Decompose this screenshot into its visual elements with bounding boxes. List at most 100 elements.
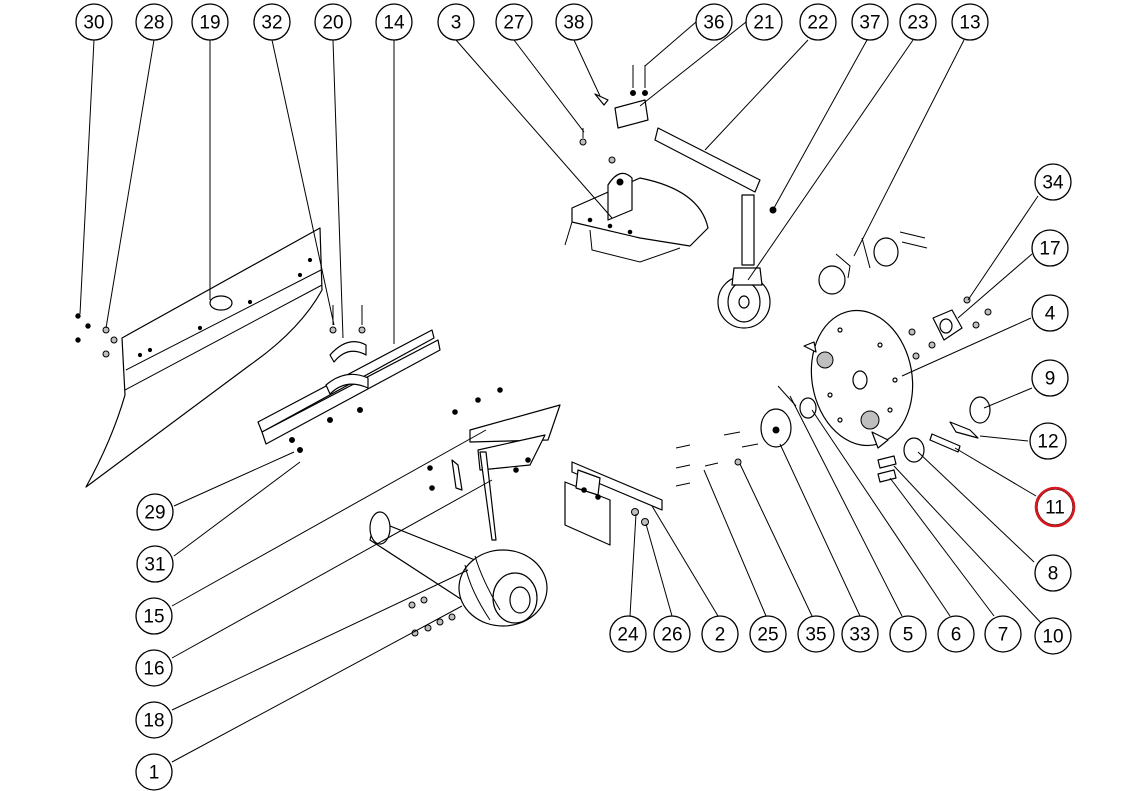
callout-38: 38: [555, 3, 593, 41]
callout-number: 33: [849, 625, 870, 646]
callout-circle: [253, 3, 291, 41]
callout-13: 13: [951, 3, 989, 41]
callout-32: 32: [253, 3, 291, 41]
callout-number: 5: [903, 625, 914, 646]
leader-24: [629, 513, 637, 617]
leader-9: [983, 387, 1033, 409]
callout-24: 24: [609, 615, 647, 653]
callout-36: 36: [695, 3, 733, 41]
callout-circle: [1034, 617, 1072, 655]
leader-4: [901, 317, 1032, 377]
callout-number: 17: [1039, 239, 1060, 260]
callout-1: 1: [135, 753, 173, 791]
wheel-part: [717, 194, 771, 329]
callout-number: 14: [383, 13, 405, 34]
callout-circle: [1031, 229, 1069, 267]
callout-12: 12: [1029, 422, 1067, 460]
bracket-part: [564, 461, 663, 546]
leader-30: [79, 39, 95, 315]
callout-26: 26: [653, 615, 691, 653]
callout-18: 18: [135, 701, 173, 739]
callout-10: 10: [1034, 617, 1072, 655]
callout-circle: [951, 3, 989, 41]
callout-29: 29: [136, 493, 174, 531]
callout-circle: [191, 3, 229, 41]
callout-number: 30: [83, 13, 104, 34]
leader-3: [455, 39, 613, 219]
callout-17: 17: [1031, 229, 1069, 267]
callout-circle: [135, 3, 173, 41]
callout-number: 27: [503, 13, 524, 34]
leader-29: [173, 451, 295, 507]
callout-14: 14: [375, 3, 413, 41]
callout-number: 24: [617, 625, 639, 646]
leader-21: [639, 21, 747, 107]
callout-circle: [609, 615, 647, 653]
top-hub-pieces: [818, 231, 928, 295]
leader-26: [645, 523, 673, 617]
leader-8: [917, 451, 1035, 563]
callout-16: 16: [135, 649, 173, 687]
bearing-flange-part: [908, 296, 992, 360]
callout-circle: [314, 3, 352, 41]
callout-19: 19: [191, 3, 229, 41]
leader-23: [747, 39, 914, 281]
callout-number: 35: [805, 625, 826, 646]
leader-12: [979, 435, 1029, 442]
callout-circle: [135, 649, 173, 687]
callout-number: 13: [959, 13, 980, 34]
callout-number: 19: [199, 13, 220, 34]
callout-circle: [695, 3, 733, 41]
callout-circle: [841, 615, 879, 653]
leader-36: [644, 21, 697, 67]
callout-31: 31: [136, 545, 174, 583]
leader-11: [954, 447, 1037, 497]
callout-22: 22: [799, 3, 837, 41]
leader-2: [651, 505, 719, 617]
callout-21: 21: [745, 3, 783, 41]
callout-number: 18: [143, 711, 164, 732]
callout-circle: [1031, 359, 1069, 397]
callout-number: 34: [1042, 173, 1064, 194]
callout-circle: [937, 615, 975, 653]
callout-circle: [745, 3, 783, 41]
side-plates: [427, 387, 561, 541]
callout-3: 3: [437, 3, 475, 41]
callout-circle: [135, 597, 173, 635]
callout-number: 29: [144, 503, 165, 524]
callout-circle: [136, 493, 174, 531]
leader-6: [811, 409, 951, 617]
callout-2: 2: [701, 615, 739, 653]
callout-number: 20: [322, 13, 343, 34]
leader-27: [513, 39, 585, 133]
callout-number: 32: [261, 13, 282, 34]
callout-circle: [984, 615, 1022, 653]
callout-33: 33: [841, 615, 879, 653]
callout-5: 5: [889, 615, 927, 653]
leader-15: [171, 429, 487, 607]
callout-circle: [375, 3, 413, 41]
callout-circle: [797, 615, 835, 653]
callout-28: 28: [135, 3, 173, 41]
callout-number: 1: [149, 763, 160, 784]
leader-13: [853, 39, 965, 257]
mounting-rail-part: [257, 305, 441, 453]
highlight-ring: [1034, 486, 1076, 528]
callout-circle: [899, 3, 937, 41]
tube-adapter-part: [369, 511, 548, 637]
callout-circle: [1031, 294, 1069, 332]
callout-circle: [495, 3, 533, 41]
callout-circle: [135, 701, 173, 739]
callout-35: 35: [797, 615, 835, 653]
leader-37: [773, 39, 868, 209]
callout-number: 15: [143, 607, 164, 628]
callout-37: 37: [851, 3, 889, 41]
callout-circle: [135, 753, 173, 791]
callout-6: 6: [937, 615, 975, 653]
callout-30: 30: [75, 3, 113, 41]
leader-38: [573, 39, 601, 97]
callout-number: 31: [144, 555, 165, 576]
leader-35: [739, 463, 813, 617]
callout-20: 20: [314, 3, 352, 41]
arm-tube-part: [579, 65, 777, 214]
